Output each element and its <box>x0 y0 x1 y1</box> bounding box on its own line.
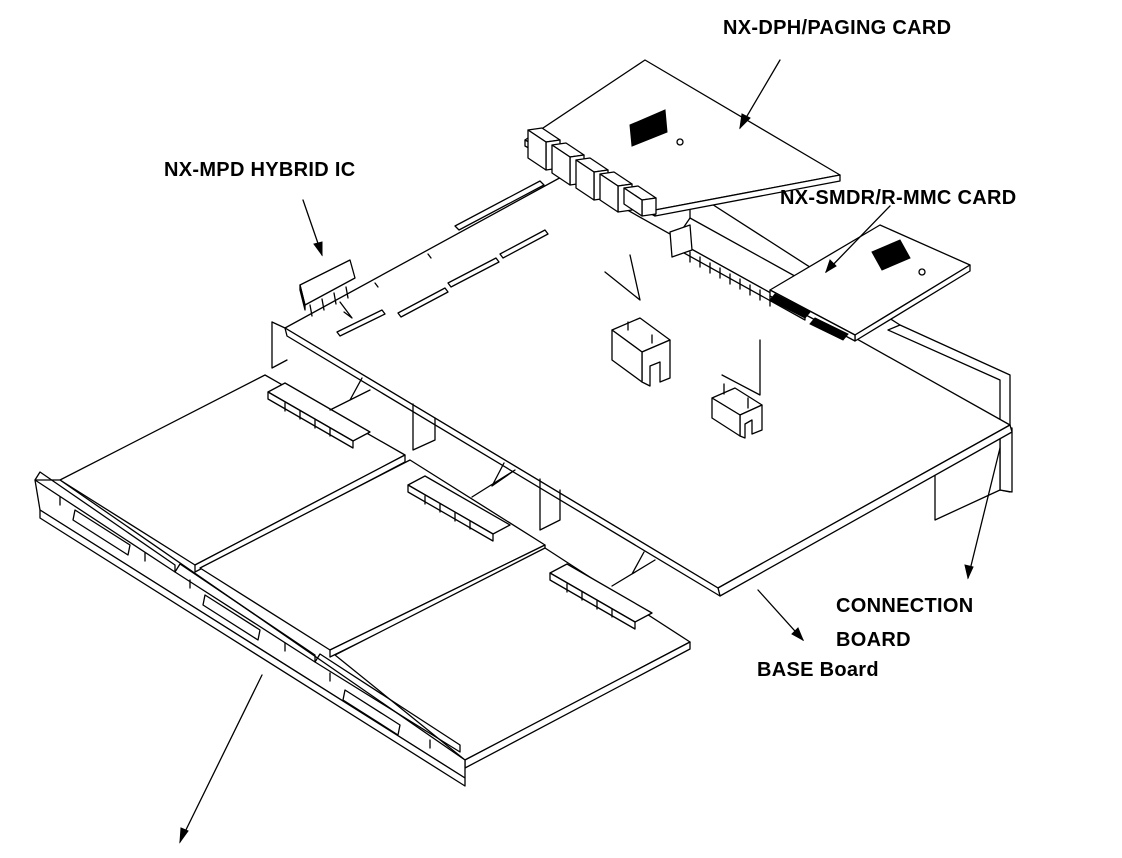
base-board-label: BASE Board <box>757 659 879 681</box>
connection-board-label-line1: CONNECTION <box>836 595 974 617</box>
card-edge-connectors <box>267 377 656 630</box>
smdr-card <box>769 224 971 342</box>
leader-lines <box>179 59 1001 844</box>
smdr-standoff <box>711 339 763 439</box>
modular-jacks <box>527 127 657 217</box>
slot-connectors <box>336 180 549 337</box>
paging-standoff <box>604 254 671 387</box>
connection-board-label-line2: BOARD <box>836 629 911 651</box>
hybrid-ic <box>299 259 356 319</box>
smdr-card-label: NX-SMDR/R-MMC CARD <box>780 187 1017 209</box>
paging-card-label: NX-DPH/PAGING CARD <box>723 17 952 39</box>
hybrid-ic-label: NX-MPD HYBRID IC <box>164 159 356 181</box>
connection-board <box>887 324 1013 521</box>
paging-card <box>524 59 841 217</box>
